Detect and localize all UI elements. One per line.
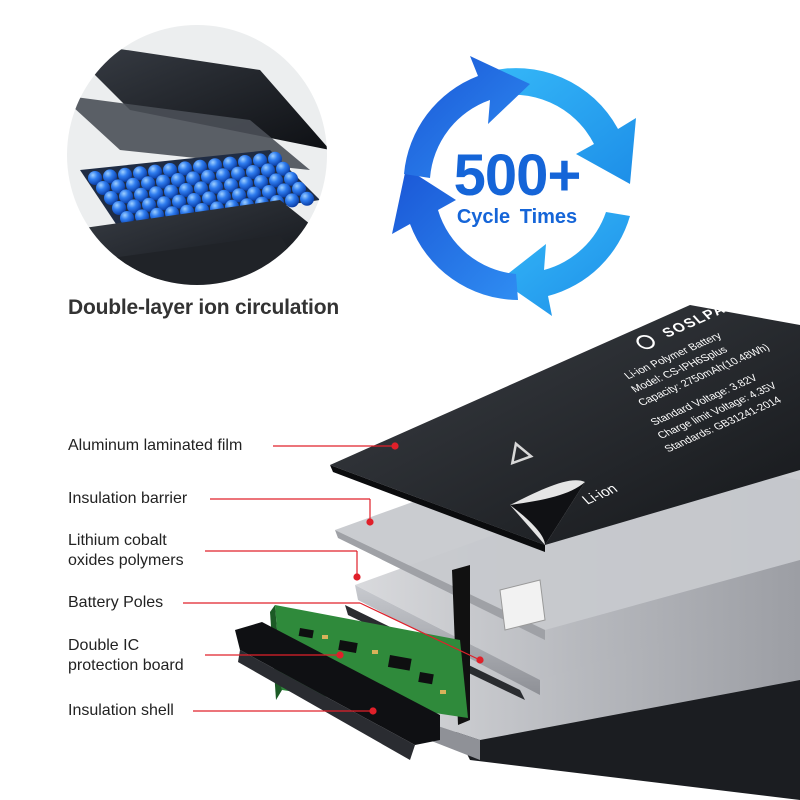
- ion-ball: [142, 197, 156, 212]
- aluminum-film-layer: [330, 305, 800, 545]
- label-lithium-cobalt: Lithium cobalt oxides polymers: [68, 532, 184, 569]
- cycle-arrows: [392, 56, 636, 316]
- ion-ball: [88, 171, 102, 185]
- ion-ball: [202, 191, 216, 206]
- ion-ball: [276, 161, 290, 176]
- cycle-caption: Cycle Times: [456, 206, 578, 228]
- ion-ball: [300, 191, 314, 206]
- ion-ball: [164, 184, 178, 199]
- ion-ball: [223, 156, 237, 171]
- ion-ball: [232, 188, 246, 203]
- battery-tab: [499, 579, 546, 631]
- label-insulation-shell: Insulation shell: [68, 702, 174, 719]
- ion-ball: [134, 187, 148, 202]
- ion-ball: [284, 171, 298, 186]
- ion-ball: [112, 201, 126, 215]
- ion-ball: [187, 193, 201, 207]
- ion-ball: [277, 183, 291, 198]
- ion-ball: [193, 159, 207, 174]
- ion-ball: [126, 177, 140, 192]
- ion-ball: [285, 193, 299, 208]
- ion-ball: [246, 165, 260, 179]
- ion-ball: [201, 169, 215, 184]
- ion-ball: [119, 189, 133, 204]
- ion-ball: [178, 161, 192, 176]
- ion-ball: [194, 181, 208, 196]
- ion-ball: [172, 194, 186, 209]
- ion-ball: [127, 199, 141, 214]
- ion-ball: [239, 176, 253, 191]
- ion-ball: [171, 173, 185, 187]
- ion-ball: [209, 179, 223, 194]
- recycle-icon: [510, 441, 534, 466]
- ion-ball: [269, 173, 283, 188]
- ion-circle: [67, 25, 327, 285]
- ion-ball: [231, 166, 245, 181]
- ion-ball: [208, 158, 222, 173]
- ion-ball: [254, 175, 268, 189]
- ion-ball: [104, 191, 118, 205]
- label-protection-board: Double IC protection board: [68, 637, 184, 674]
- brand-logo-icon: [636, 334, 655, 350]
- ion-ball: [247, 186, 261, 201]
- ion-ball: [268, 151, 282, 166]
- ion-ball: [157, 196, 171, 211]
- ion-ball: [141, 176, 155, 191]
- label-insulation-barrier: Insulation barrier: [68, 490, 188, 507]
- ion-ball: [217, 189, 231, 204]
- ion-ball: [163, 163, 177, 177]
- ion-circulation-title: Double-layer ion circulation: [68, 296, 339, 319]
- ion-ball: [156, 174, 170, 189]
- ion-ball: [216, 168, 230, 183]
- ion-ball: [149, 186, 163, 201]
- ion-ball: [238, 155, 252, 169]
- ion-ball: [179, 183, 193, 197]
- cycle-count: 500+: [453, 143, 582, 208]
- ion-ball: [292, 181, 306, 196]
- ion-ball: [148, 164, 162, 179]
- ion-ball: [111, 179, 125, 194]
- label-battery-poles: Battery Poles: [68, 594, 164, 611]
- ion-ball: [133, 166, 147, 181]
- label-aluminum-film: Aluminum laminated film: [68, 437, 243, 454]
- ion-ball: [118, 167, 132, 182]
- leader-lines: [183, 442, 484, 715]
- ion-ball: [261, 163, 275, 178]
- ion-ball: [253, 153, 267, 168]
- ion-ball: [186, 171, 200, 186]
- ion-ball: [103, 169, 117, 184]
- ion-ball: [224, 178, 238, 193]
- ion-ball: [262, 185, 276, 199]
- ion-ball: [96, 181, 110, 195]
